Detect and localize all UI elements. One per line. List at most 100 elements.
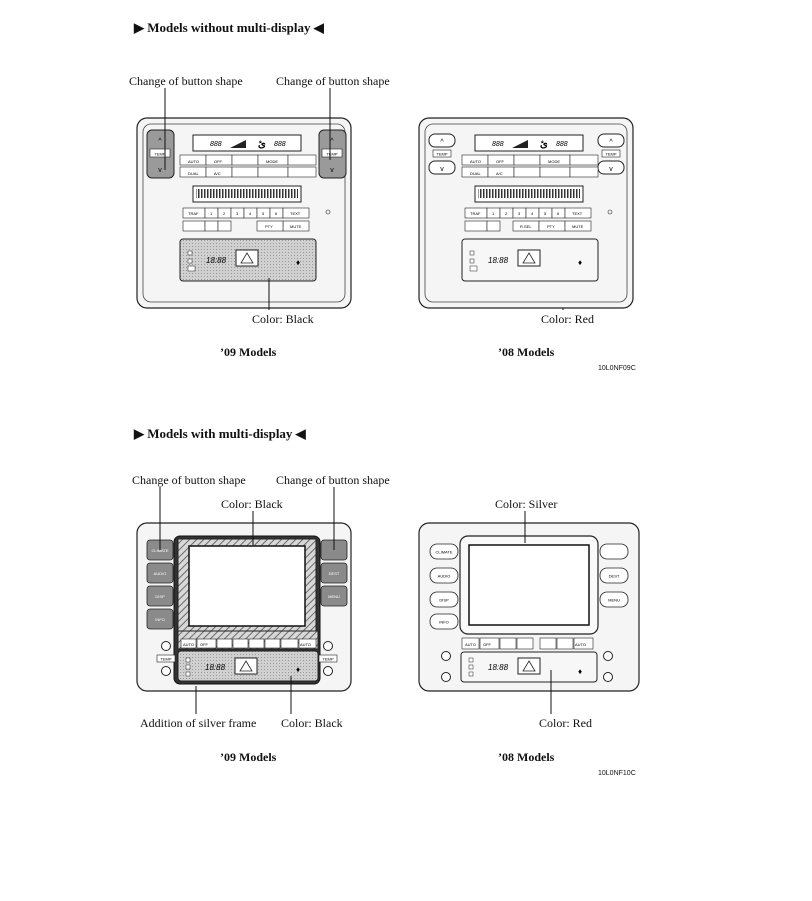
temp-digits-right: 888 xyxy=(274,141,286,148)
traf-label-08: TRAF xyxy=(470,211,481,216)
temp-digits-right-08: 888 xyxy=(556,141,568,148)
dest-label-08: DEST xyxy=(609,574,620,579)
svg-text:^: ^ xyxy=(158,138,162,145)
svg-text:v: v xyxy=(330,167,334,174)
clock-09m: 18:88 xyxy=(205,663,226,672)
off-label: OFF xyxy=(214,159,223,164)
mode-label-08: MODE xyxy=(548,159,560,164)
callout-button-shape-right-1: Change of button shape xyxy=(276,74,390,88)
temp-label-09m-r: TEMP xyxy=(322,657,333,662)
disp-label-09: DISP xyxy=(155,594,165,599)
svg-text:v: v xyxy=(440,166,444,173)
temp-label-09m-l: TEMP xyxy=(160,657,171,662)
rsel-label-08: R.SEL xyxy=(520,224,532,229)
svg-text:v: v xyxy=(609,166,613,173)
preset-2-08: 2 xyxy=(505,211,508,216)
preset-4-08: 4 xyxy=(531,211,534,216)
hazard-icon-08m xyxy=(522,660,536,672)
temp-label-right: TEMP xyxy=(326,152,337,157)
figure-code-2: 10L0NF10C xyxy=(598,770,636,777)
temp-label-left-08: TEMP xyxy=(436,152,447,157)
pty-label-08: PTY xyxy=(547,224,555,229)
preset-2: 2 xyxy=(223,211,226,216)
callout-color-black-bottom: Color: Black xyxy=(281,716,343,730)
svg-text:ئ: ئ xyxy=(258,139,266,150)
seat-icon-09m: ♦ xyxy=(296,665,300,674)
svg-text:^: ^ xyxy=(330,138,334,145)
panel-08-multi-display: CLIMATE AUDIO DISP INFO DEST MENU AUTO O… xyxy=(418,522,640,692)
section2-title: ▶ Models with multi-display ◀ xyxy=(134,426,306,441)
ac-label: A/C xyxy=(214,171,221,176)
traf-label: TRAF xyxy=(188,211,199,216)
disp-label-08: DISP xyxy=(439,598,449,603)
preset-3-08: 3 xyxy=(518,211,521,216)
temp-label-right-08: TEMP xyxy=(605,152,616,157)
preset-5: 5 xyxy=(262,211,265,216)
audio-label-09: AUDIO xyxy=(154,571,167,576)
off-label-08m: OFF xyxy=(483,642,492,647)
panel-09-no-display: TEMP TEMP ^ ^ v v 888 ئ 888 AUTO OFF MOD… xyxy=(136,117,352,309)
preset-4: 4 xyxy=(249,211,252,216)
seat-icon-09: ♦ xyxy=(296,258,300,267)
seat-icon-08m: ♦ xyxy=(578,667,582,676)
climate-label-08: CLIMATE xyxy=(435,550,452,555)
preset-1: 1 xyxy=(210,211,213,216)
temp-digits-left: 888 xyxy=(210,141,222,148)
model-label-09-1: ’09 Models xyxy=(220,345,277,359)
hazard-icon-09m xyxy=(239,660,253,672)
model-label-09-2: ’09 Models xyxy=(220,750,277,764)
auto-label-08: AUTO xyxy=(470,159,481,164)
text-label-08: TEXT xyxy=(572,211,583,216)
hazard-icon-08 xyxy=(522,252,536,264)
climate-label-09: CLIMATE xyxy=(151,548,168,553)
info-label-09: INFO xyxy=(155,617,165,622)
pty-label: PTY xyxy=(265,224,273,229)
svg-text:^: ^ xyxy=(609,139,613,146)
callout-button-shape-right-2: Change of button shape xyxy=(276,473,390,487)
auto-label: AUTO xyxy=(188,159,199,164)
model-label-08-2: ’08 Models xyxy=(498,750,555,764)
svg-text:^: ^ xyxy=(440,139,444,146)
audio-label-08: AUDIO xyxy=(438,574,451,579)
panel-09-multi-display: CLIMATE AUDIO DISP INFO DEST MENU AUTO O… xyxy=(136,522,352,692)
screen-09 xyxy=(188,545,306,627)
temp-label-left: TEMP xyxy=(154,152,165,157)
mode-label: MODE xyxy=(266,159,278,164)
hazard-icon-09 xyxy=(240,252,254,264)
preset-6: 6 xyxy=(275,211,278,216)
menu-label-08: MENU xyxy=(608,598,620,603)
clock-08: 18:88 xyxy=(488,256,509,265)
preset-5-08: 5 xyxy=(544,211,547,216)
callout-button-shape-left-1: Change of button shape xyxy=(129,74,243,88)
callout-button-shape-left-2: Change of button shape xyxy=(132,473,246,487)
off-label-08: OFF xyxy=(496,159,505,164)
dual-label-08: DUAL xyxy=(470,171,481,176)
temp-digits-left-08: 888 xyxy=(492,141,504,148)
callout-silver-frame: Addition of silver frame xyxy=(140,716,257,730)
svg-text:v: v xyxy=(158,167,162,174)
mute-label: MUTE xyxy=(290,224,302,229)
seat-icon-08: ♦ xyxy=(578,258,582,267)
auto-label-09m: AUTO xyxy=(183,642,194,647)
clock-08m: 18:88 xyxy=(488,663,509,672)
mute-label-08: MUTE xyxy=(572,224,584,229)
section1-title: ▶ Models without multi-display ◀ xyxy=(134,20,324,35)
callout-color-silver: Color: Silver xyxy=(495,497,558,511)
off-label-09m: OFF xyxy=(200,642,209,647)
callout-color-red-2: Color: Red xyxy=(539,716,592,730)
panel-08-no-display: TEMP TEMP ^ ^ v v 888 ئ 888 AUTO OFF MOD… xyxy=(418,117,634,309)
menu-label-09: MENU xyxy=(328,594,340,599)
preset-6-08: 6 xyxy=(557,211,560,216)
model-label-08-1: ’08 Models xyxy=(498,345,555,359)
screen-08 xyxy=(468,544,590,626)
figure-code-1: 10L0NF09C xyxy=(598,365,636,372)
dual-label: DUAL xyxy=(188,171,199,176)
clock-09: 18:88 xyxy=(206,256,227,265)
auto-label-09m-r: AUTO xyxy=(300,642,311,647)
auto-label-08m-r: AUTO xyxy=(575,642,586,647)
preset-3: 3 xyxy=(236,211,239,216)
callout-color-black-1: Color: Black xyxy=(252,312,314,326)
info-label-08: INFO xyxy=(439,620,449,625)
auto-label-08m: AUTO xyxy=(465,642,476,647)
